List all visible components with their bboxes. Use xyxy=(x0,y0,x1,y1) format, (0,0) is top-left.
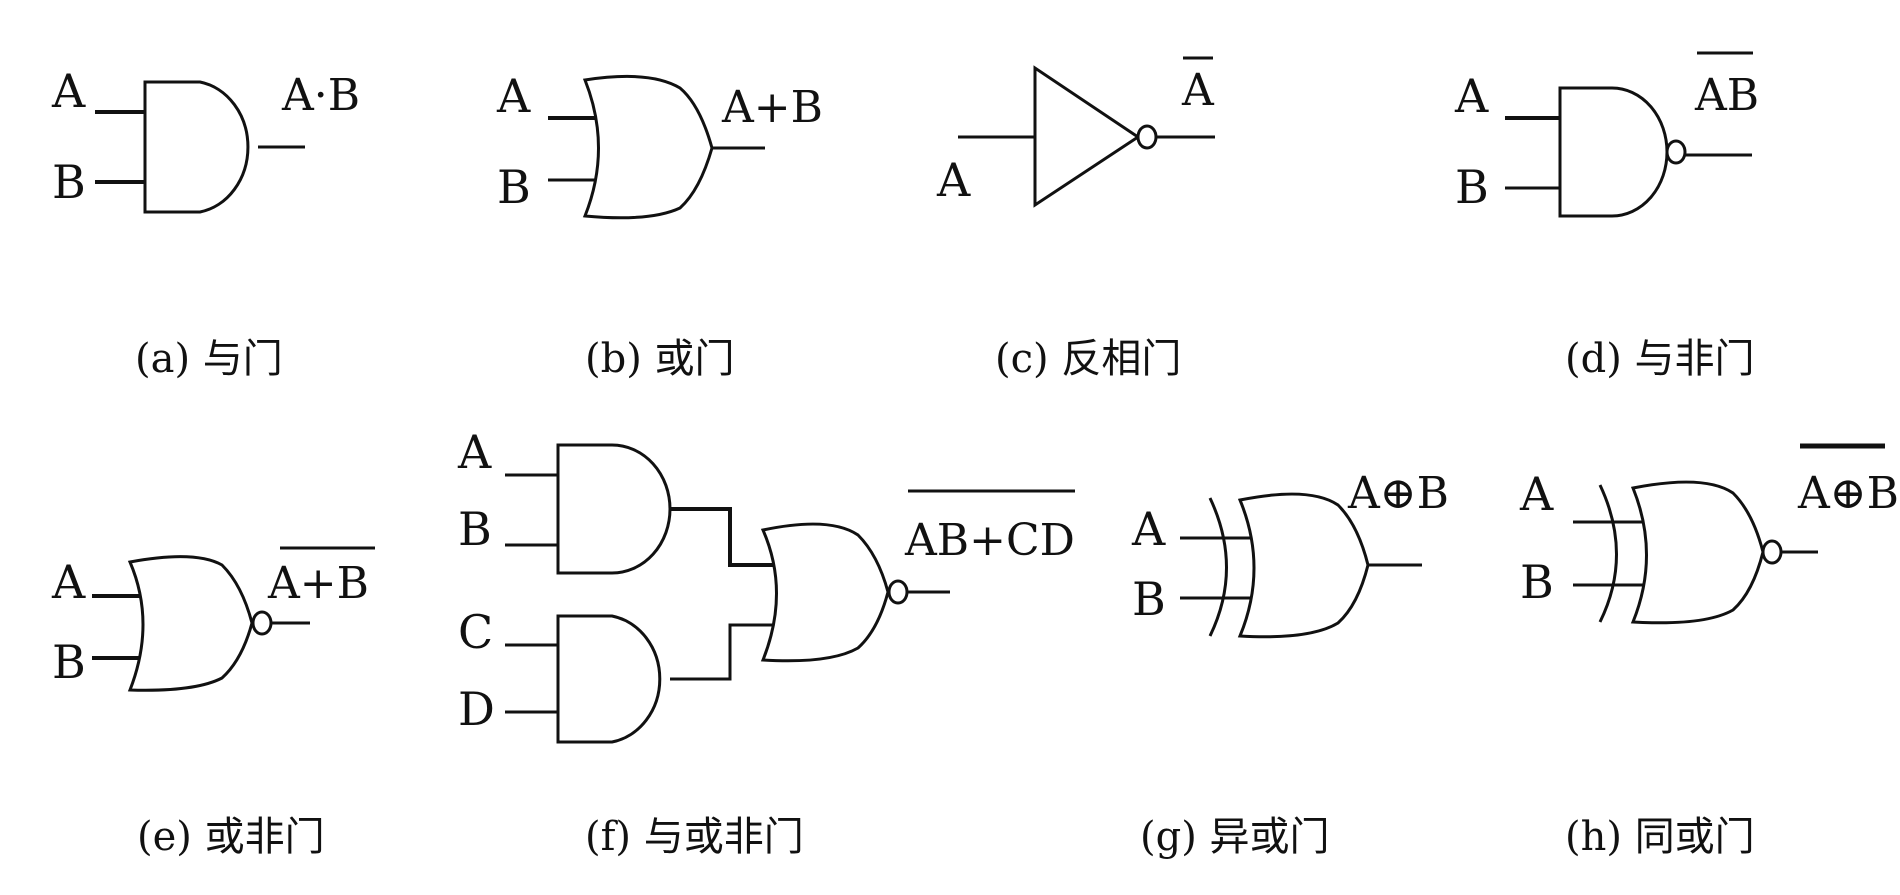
aoi-input-c-label: C xyxy=(458,605,493,659)
not-gate-symbol xyxy=(1033,65,1141,208)
nand-gate-caption: (d) 与非门 xyxy=(1565,336,1755,382)
aoi-bubble-icon xyxy=(887,579,909,605)
or-gate-symbol xyxy=(582,74,714,220)
xnor-input-b-label: B xyxy=(1520,555,1554,609)
nor-input-a-label: A xyxy=(51,555,86,609)
and-input-b-label: B xyxy=(52,155,86,209)
aoi-nor-gate xyxy=(760,522,890,663)
or-input-b-label: B xyxy=(497,160,531,214)
xnor-gate-caption: (h) 同或门 xyxy=(1565,814,1755,860)
xor-output-expression: A⊕B xyxy=(1347,468,1449,519)
aoi-upper-connect-wire xyxy=(670,507,778,567)
xnor-extra-curve xyxy=(1598,484,1618,623)
aoi-lower-and-gate xyxy=(556,614,662,744)
nor-gate-caption: (e) 或非门 xyxy=(137,814,325,860)
nand-input-b-label: B xyxy=(1455,160,1489,214)
not-gate-caption: (c) 反相门 xyxy=(995,336,1181,382)
aoi-input-d-label: D xyxy=(458,682,495,736)
nand-gate-symbol xyxy=(1558,86,1669,218)
xnor-bubble-icon xyxy=(1761,539,1783,565)
nor-output-expression: A+B xyxy=(267,558,369,609)
not-bubble-icon xyxy=(1136,124,1158,150)
not-input-a-label: A xyxy=(936,153,971,207)
not-gate-group: A A (c) 反相门 xyxy=(936,56,1215,382)
aoi-upper-and-gate xyxy=(556,443,672,575)
nand-output-expression: AB xyxy=(1694,70,1759,121)
xor-gate-group: A B A⊕B (g) 异或门 xyxy=(1131,468,1449,860)
or-gate-group: A B A+B (b) 或门 xyxy=(496,69,823,382)
aoi-gate-group: A B C D AB+CD (f) 与或非门 xyxy=(457,425,1075,860)
nor-gate-symbol xyxy=(127,555,254,692)
or-gate-caption: (b) 或门 xyxy=(585,336,735,382)
nor-gate-group: A B A+B (e) 或非门 xyxy=(51,546,375,860)
nand-bubble-icon xyxy=(1665,139,1687,165)
nor-bubble-icon xyxy=(251,610,273,636)
aoi-gate-caption: (f) 与或非门 xyxy=(585,814,804,860)
nand-input-a-label: A xyxy=(1454,69,1489,123)
nand-gate-group: A B AB (d) 与非门 xyxy=(1454,51,1759,382)
xnor-output-expression: A⊕B xyxy=(1797,468,1899,519)
and-gate-group: A B A·B (a) 与门 xyxy=(51,64,360,382)
xor-gate-symbol xyxy=(1237,492,1370,639)
xnor-gate-group: A B A⊕B (h) 同或门 xyxy=(1519,443,1899,860)
aoi-input-a-label: A xyxy=(457,425,492,479)
xnor-input-a-label: A xyxy=(1519,467,1554,521)
and-output-expression: A·B xyxy=(281,70,360,121)
or-output-expression: A+B xyxy=(721,82,823,133)
and-input-a-label: A xyxy=(51,64,86,118)
or-input-a-label: A xyxy=(496,69,531,123)
not-output-expression: A xyxy=(1181,65,1215,116)
xor-extra-curve xyxy=(1208,497,1228,637)
aoi-output-expression: AB+CD xyxy=(904,515,1075,566)
nor-input-b-label: B xyxy=(52,635,86,689)
and-gate-symbol xyxy=(143,80,250,214)
xor-input-a-label: A xyxy=(1131,502,1166,556)
xor-input-b-label: B xyxy=(1132,572,1166,626)
xnor-gate-symbol xyxy=(1630,480,1765,625)
and-gate-caption: (a) 与门 xyxy=(135,336,283,382)
xor-gate-caption: (g) 异或门 xyxy=(1140,814,1330,860)
aoi-lower-connect-wire xyxy=(670,623,778,681)
aoi-input-b-label: B xyxy=(458,502,492,556)
